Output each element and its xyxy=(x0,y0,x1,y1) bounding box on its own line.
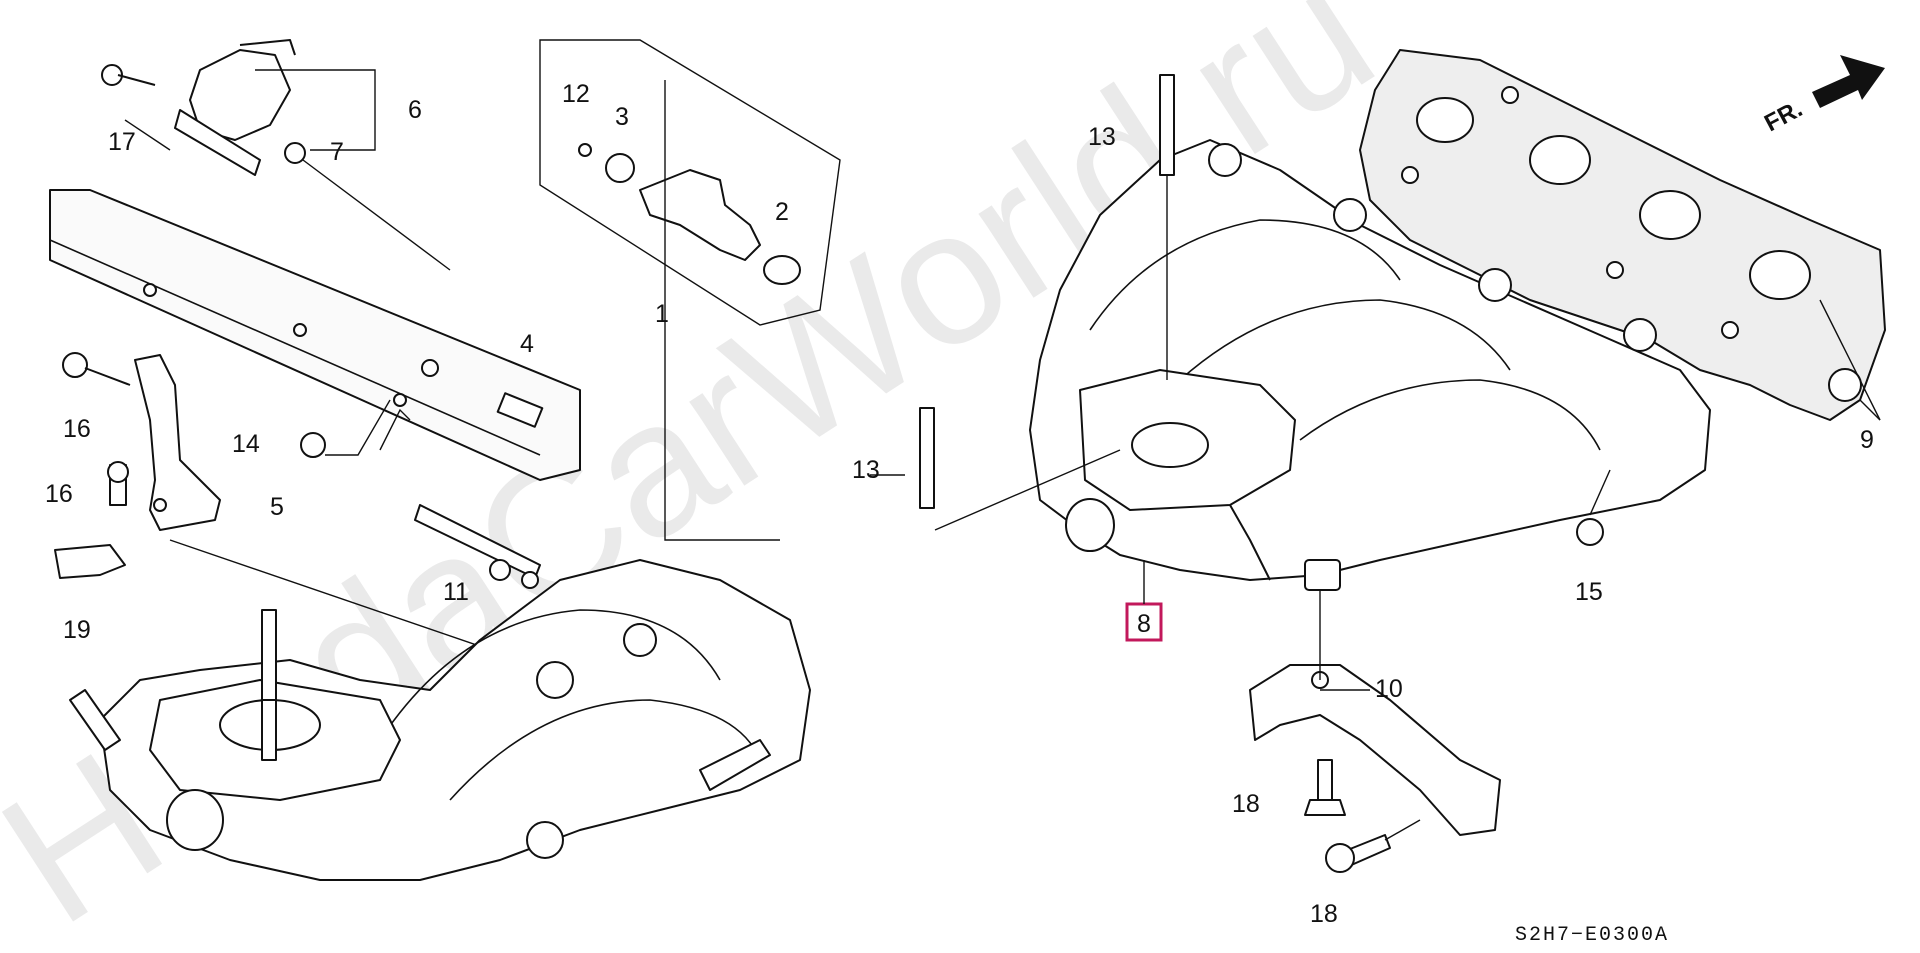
callout-leaders xyxy=(124,80,1881,691)
bolt-17 xyxy=(101,64,376,151)
callout-9: 9 xyxy=(1860,426,1874,454)
callout-7: 7 xyxy=(330,138,344,166)
callout-11: 11 xyxy=(443,578,469,606)
callout-15: 15 xyxy=(1575,578,1603,606)
bolt-18-upper xyxy=(1304,759,1346,816)
callout-14: 14 xyxy=(232,430,260,458)
callout-1: 1 xyxy=(655,300,669,328)
callout-12: 12 xyxy=(562,80,590,108)
callout-10: 10 xyxy=(1375,675,1403,703)
fuel-rail xyxy=(49,189,581,481)
intake-manifold-gasket xyxy=(1359,49,1886,421)
bolt-18-lower xyxy=(1325,819,1421,873)
intake-manifold xyxy=(1029,139,1711,591)
stud-13-left xyxy=(919,407,1121,531)
callout-18-lower: 18 xyxy=(1310,900,1338,928)
callout-18-upper: 18 xyxy=(1232,790,1260,818)
callout-4: 4 xyxy=(520,330,534,358)
diagram-code: S2H7−E0300A xyxy=(1515,924,1670,947)
injector-group-frame xyxy=(539,39,841,326)
callout-19: 19 xyxy=(63,616,91,644)
callout-5: 5 xyxy=(270,493,284,521)
bolt-16-lower xyxy=(107,461,129,506)
front-direction-arrow: FR. xyxy=(1760,55,1885,137)
callout-17: 17 xyxy=(108,128,136,156)
clip-19 xyxy=(54,544,126,579)
bolt-16-upper xyxy=(62,352,131,386)
front-label: FR. xyxy=(1760,95,1807,137)
manifold-bracket xyxy=(1249,590,1501,836)
fuel-pressure-regulator xyxy=(174,39,451,271)
callout-6: 6 xyxy=(408,96,422,124)
fuel-line-11 xyxy=(379,408,541,589)
nut-14 xyxy=(300,399,391,458)
intake-manifold-view-2 xyxy=(69,559,811,881)
nut-15 xyxy=(1576,469,1611,546)
callout-2: 2 xyxy=(775,198,789,226)
callout-16-upper: 16 xyxy=(63,415,91,443)
callout-8: 8 xyxy=(1137,610,1151,638)
callouts: 1 2 3 4 5 6 7 9 10 11 12 13 13 14 15 16 … xyxy=(45,80,1874,928)
stud-13-top xyxy=(1159,74,1175,380)
fuel-injector xyxy=(578,143,801,285)
callout-3: 3 xyxy=(615,103,629,131)
callout-13-top: 13 xyxy=(1088,123,1116,151)
callout-13-left: 13 xyxy=(852,456,880,484)
callout-16-lower: 16 xyxy=(45,480,73,508)
